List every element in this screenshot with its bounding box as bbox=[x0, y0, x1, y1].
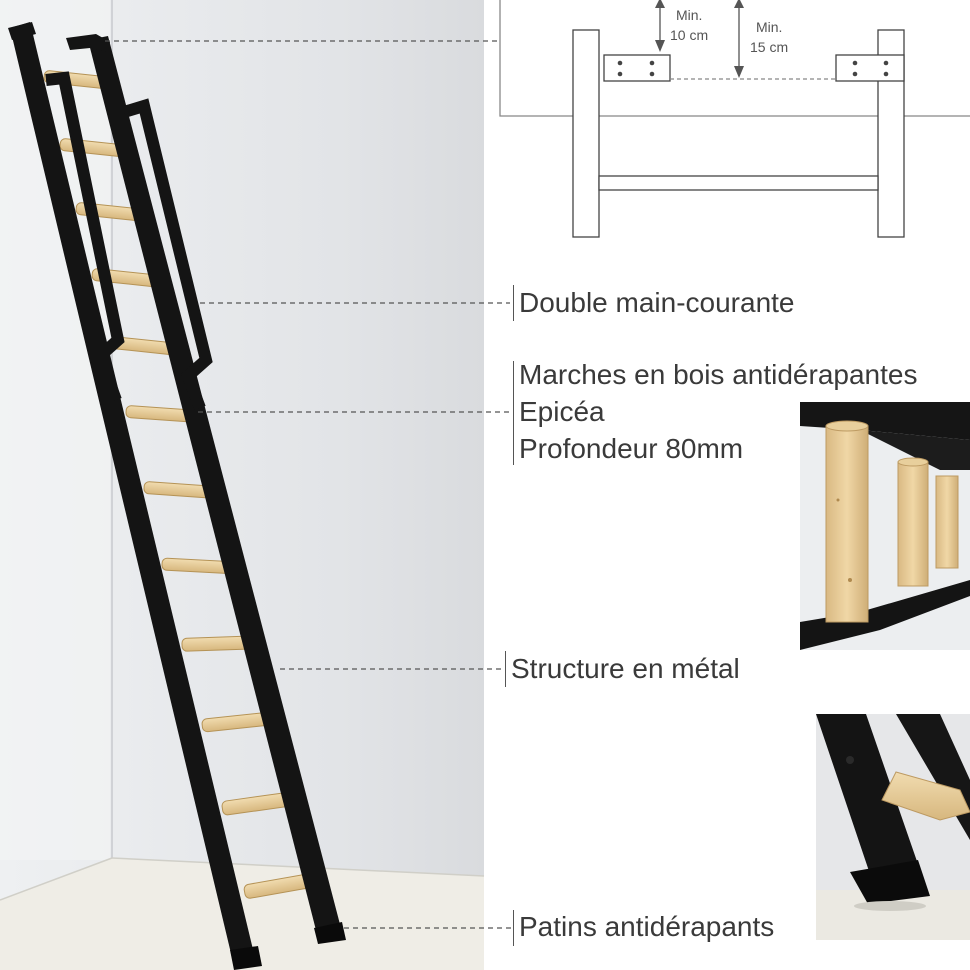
callout-pads-text: Patins antidérapants bbox=[519, 911, 775, 942]
dim-min-value-b: 15 cm bbox=[750, 39, 788, 55]
dim-min-label-b: Min. bbox=[756, 19, 782, 35]
callout-handrail-text: Double main-courante bbox=[519, 287, 795, 318]
bracket-pads bbox=[513, 910, 514, 946]
callout-steps-line2: Epicéa bbox=[519, 396, 605, 427]
callout-handrail: Double main-courante bbox=[519, 284, 795, 321]
tread-closeup-photo bbox=[800, 402, 970, 650]
bracket-handrail bbox=[513, 285, 514, 321]
callout-steps: Marches en bois antidérapantes Epicéa Pr… bbox=[519, 356, 917, 467]
dim-min-label-a: Min. bbox=[676, 7, 702, 23]
dimension-labels: Min. 10 cm Min. 15 cm bbox=[670, 7, 788, 55]
right-handrail bbox=[122, 98, 213, 411]
leader-lines bbox=[105, 40, 512, 929]
right-stringer bbox=[88, 36, 342, 938]
callout-structure: Structure en métal bbox=[511, 650, 740, 687]
callout-steps-line1: Marches en bois antidérapantes bbox=[519, 359, 918, 390]
foot-pad-left bbox=[230, 946, 262, 970]
callout-structure-text: Structure en métal bbox=[511, 653, 740, 684]
mounting-diagram bbox=[499, 0, 970, 238]
dim-min-value-a: 10 cm bbox=[670, 27, 708, 43]
bracket-structure bbox=[505, 651, 506, 687]
left-stringer bbox=[10, 22, 256, 966]
ladder bbox=[8, 22, 346, 970]
callout-steps-line3: Profondeur 80mm bbox=[519, 433, 744, 464]
foot-pad-closeup-photo bbox=[816, 714, 970, 940]
bracket-steps bbox=[513, 361, 514, 465]
callout-pads: Patins antidérapants bbox=[519, 908, 774, 945]
foot-pad-right bbox=[314, 922, 346, 944]
left-handrail bbox=[45, 71, 125, 403]
